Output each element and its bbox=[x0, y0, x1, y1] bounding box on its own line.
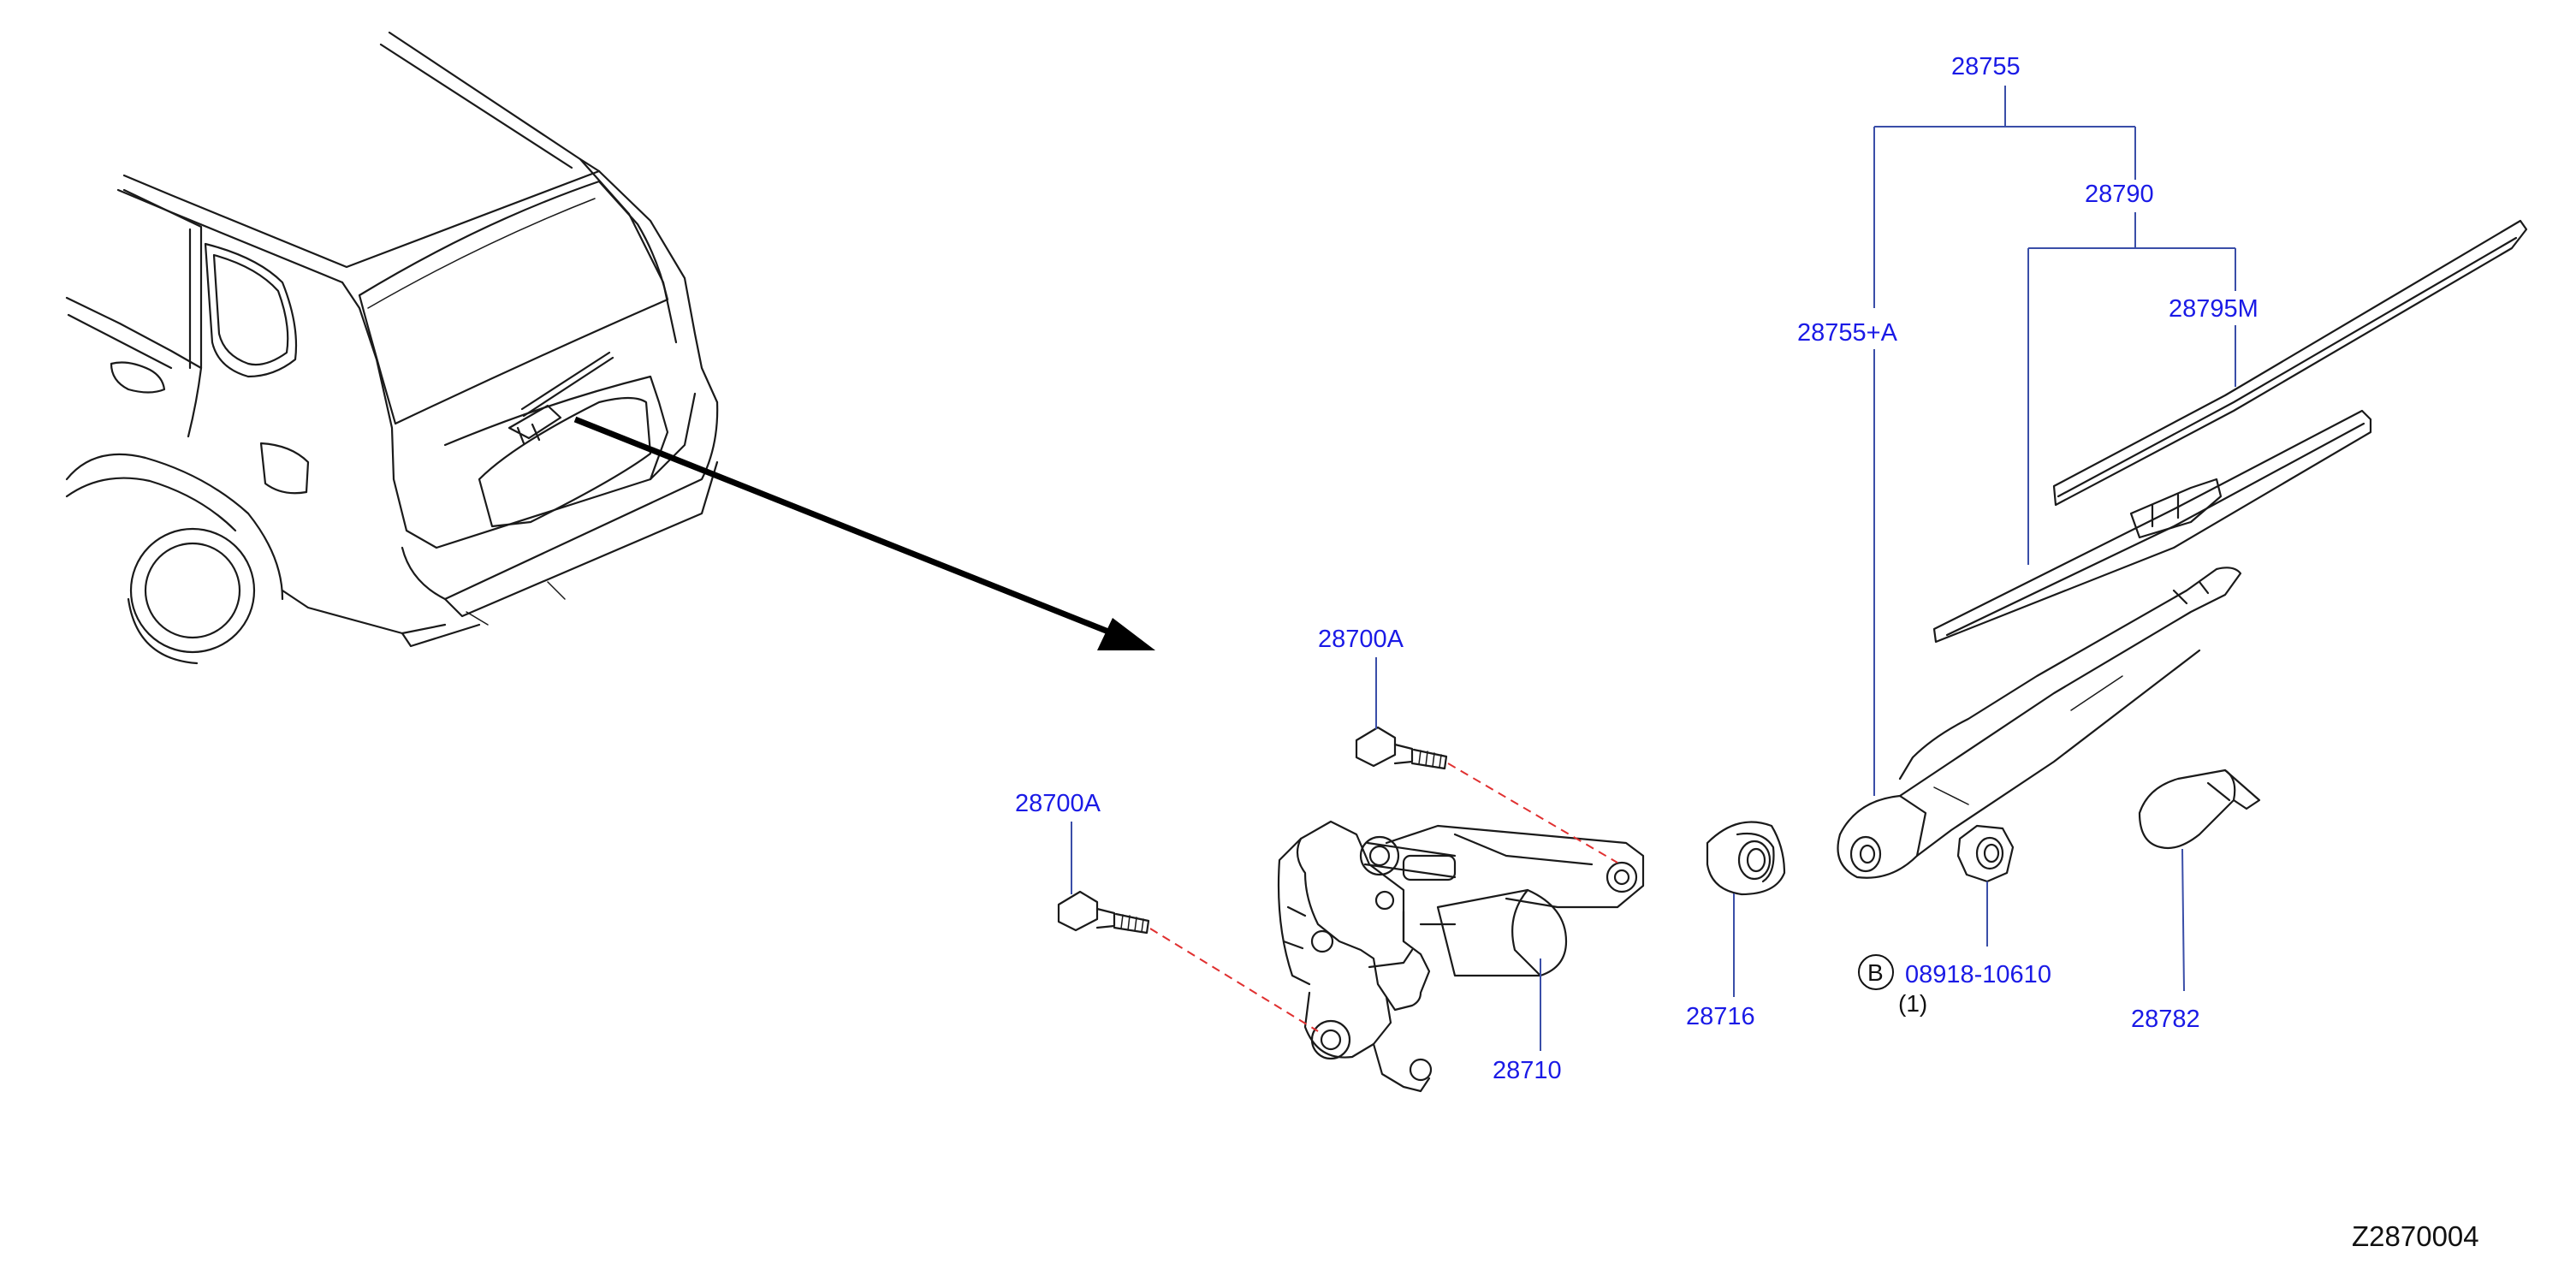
diagram-code: Z2870004 bbox=[2352, 1220, 2479, 1252]
callout-28710: 28710 bbox=[1493, 1057, 1562, 1084]
callout-28700a-top: 28700A bbox=[1318, 626, 1404, 653]
leader-lines bbox=[1071, 86, 2236, 1051]
wiper-blade-28790 bbox=[1932, 409, 2372, 644]
wiper-motor-28710 bbox=[1277, 820, 1645, 1093]
callout-28790: 28790 bbox=[2085, 181, 2154, 208]
callout-08918-quantity: (1) bbox=[1898, 990, 1927, 1017]
nut-08918-10610 bbox=[1956, 824, 2015, 883]
callout-08918-number: 08918-10610 bbox=[1905, 961, 2051, 988]
callout-28700a-left: 28700A bbox=[1015, 790, 1101, 817]
callout-b-letter: B bbox=[1867, 959, 1884, 986]
wiper-arm-28755a bbox=[1837, 567, 2242, 879]
callout-b-marker bbox=[1858, 954, 1894, 990]
callout-28755a: 28755+A bbox=[1797, 319, 1898, 347]
install-line-left bbox=[1149, 928, 1319, 1032]
bolt-28700a-left bbox=[1057, 890, 1150, 935]
vehicle-illustration bbox=[65, 31, 719, 665]
arm-cover-28782 bbox=[2138, 769, 2261, 850]
cap-28716 bbox=[1706, 821, 1786, 896]
callout-28795m: 28795M bbox=[2169, 295, 2258, 323]
wiper-refill-28795m bbox=[2052, 219, 2528, 507]
bolt-28700a-top bbox=[1355, 726, 1448, 770]
callout-08918-10610: B 08918-10610 (1) bbox=[1858, 954, 2051, 1017]
callout-28782: 28782 bbox=[2131, 1006, 2200, 1033]
callout-arrow bbox=[573, 416, 1155, 650]
callout-28755: 28755 bbox=[1951, 53, 2021, 80]
callout-28716: 28716 bbox=[1686, 1003, 1755, 1030]
install-line-top bbox=[1447, 763, 1618, 863]
